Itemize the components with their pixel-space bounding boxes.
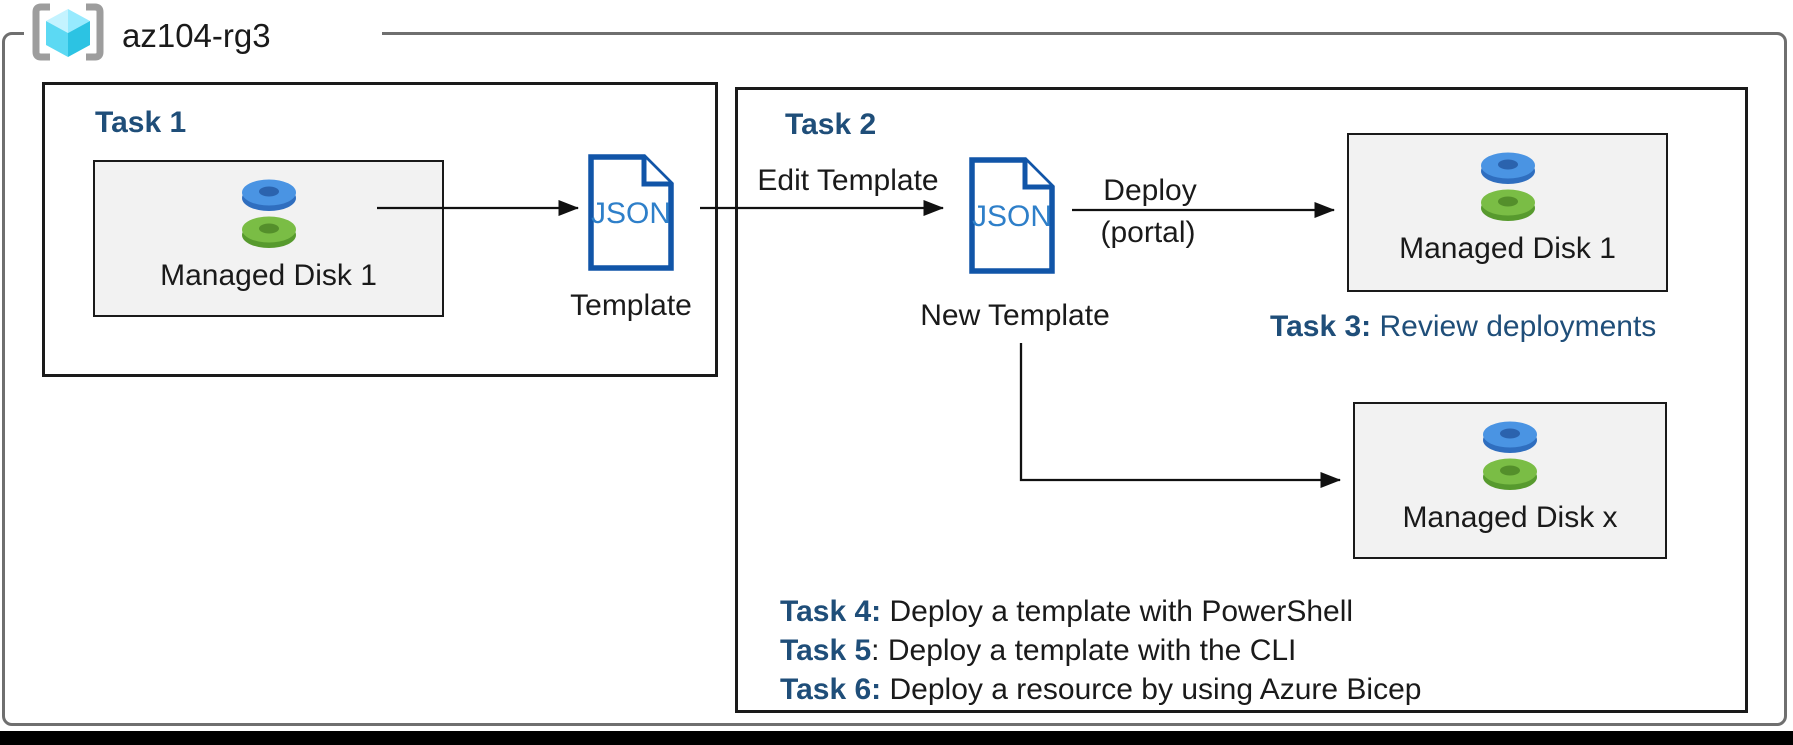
new-template-caption: New Template (920, 299, 1110, 332)
task3-prefix: Task 3: (1270, 310, 1372, 343)
bottom-bar (0, 731, 1793, 745)
managed-disk-1-box-task1: Managed Disk 1 (93, 160, 444, 317)
managed-disk-icon (1478, 418, 1542, 492)
managed-disk-x-label: Managed Disk x (1402, 501, 1618, 534)
task5-line: Task 5: Deploy a template with the CLI (780, 634, 1297, 667)
task1-title: Task 1 (95, 106, 187, 139)
task-list: Task 4: Deploy a template with PowerShel… (780, 592, 1421, 709)
resource-group-icon (30, 2, 106, 62)
edit-template-arrow-label: Edit Template (757, 164, 939, 197)
managed-disk-icon (237, 176, 301, 250)
template-caption: Template (570, 289, 692, 322)
deploy-portal-label: (portal) (1100, 216, 1196, 249)
managed-disk-icon (1476, 149, 1540, 223)
managed-disk-1-label: Managed Disk 1 (160, 259, 377, 292)
json-file-text: JSON (971, 200, 1052, 233)
managed-disk-1-label: Managed Disk 1 (1399, 232, 1616, 265)
resource-group-boundary (2, 32, 1787, 726)
task3-text: Review deployments (1371, 310, 1657, 343)
deploy-arrow-label: Deploy (1103, 174, 1197, 207)
task2-title: Task 2 (785, 108, 877, 141)
managed-disk-1-box-task2: Managed Disk 1 (1347, 133, 1668, 292)
task3-caption: Task 3: Review deployments (1270, 310, 1656, 344)
task4-line: Task 4: Deploy a template with PowerShel… (780, 595, 1354, 628)
json-file-text: JSON (590, 197, 671, 230)
task6-line: Task 6: Deploy a resource by using Azure… (780, 673, 1422, 706)
managed-disk-x-box: Managed Disk x (1353, 402, 1667, 559)
resource-group-label: az104-rg3 (122, 17, 271, 54)
